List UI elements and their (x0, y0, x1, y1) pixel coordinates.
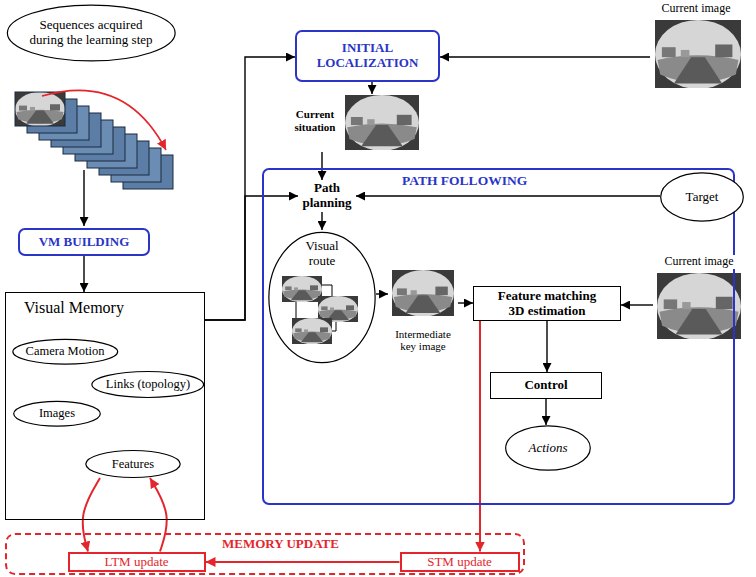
node-label: Links (topology) (106, 377, 190, 391)
connector (83, 478, 100, 552)
node-label: Feature matching 3D estimation (492, 289, 602, 319)
process-box: Feature matching 3D estimation (473, 286, 621, 321)
node-label: Camera Motion (26, 344, 105, 358)
node-label: MEMORY UPDATE (222, 537, 339, 552)
connector (83, 256, 84, 292)
connector (205, 57, 295, 320)
ellipse-outline (13, 339, 118, 364)
node-label: INITIAL LOCALIZATION (312, 41, 424, 71)
camera-image (657, 273, 741, 340)
input-ellipse: Target (660, 172, 744, 222)
sequence-arrow (42, 90, 166, 150)
node-label: LTM update (104, 555, 168, 570)
update-box: LTM update (68, 552, 206, 573)
memory-item: Images (13, 401, 101, 427)
image-node: Intermediate key image (388, 268, 458, 353)
image-sequence (15, 90, 173, 226)
memory-item: Camera Motion (12, 339, 119, 365)
route-link (332, 322, 336, 331)
node-label: Visual route (300, 239, 345, 269)
connector (458, 302, 473, 303)
node-label: Features (112, 457, 154, 471)
connector (371, 82, 372, 94)
route-link (322, 285, 332, 296)
connector (321, 152, 322, 180)
connector (440, 56, 650, 57)
image-node: Current image (653, 255, 745, 343)
node-label: Current situation (288, 108, 342, 133)
process-box: VM BUILDING (18, 228, 150, 256)
connector (150, 478, 167, 552)
image-node: Current image (650, 2, 742, 92)
ellipse-outline (92, 371, 204, 397)
process-group: PATH FOLLOWING Path planningVisual routeI… (262, 168, 735, 505)
camera-image (282, 276, 322, 302)
flow-arrow (83, 170, 84, 226)
ellipse-outline (269, 232, 375, 362)
image-node: Current situation (288, 94, 422, 152)
connector (376, 293, 388, 294)
memory-box: Visual MemoryCamera MotionLinks (topolog… (5, 292, 205, 520)
frame (15, 92, 65, 126)
node-label: Actions (529, 441, 568, 456)
node-label: Visual Memory (24, 299, 124, 317)
node-label: Images (39, 406, 75, 420)
connector (545, 399, 546, 425)
node-label: Control (524, 378, 567, 393)
memory-item: Features (85, 450, 181, 478)
ellipse-outline (14, 401, 101, 426)
node-label: Current image (663, 255, 736, 269)
node-label: Target (686, 190, 719, 205)
connector (206, 561, 400, 563)
process-box: INITIAL LOCALIZATION (295, 30, 440, 82)
node-label: Path planning (299, 181, 355, 211)
update-box: STM update (400, 552, 520, 573)
connector (479, 321, 481, 552)
output-ellipse: Actions (505, 425, 591, 471)
node-label: Sequences acquired during the learning s… (26, 18, 156, 48)
node-label: PATH FOLLOWING (402, 173, 527, 189)
memory-item: Links (topology) (91, 371, 204, 398)
ellipse-outline (506, 426, 591, 470)
camera-image (15, 92, 65, 126)
update-group: MEMORY UPDATE LTM update STM update (5, 533, 525, 575)
camera-image (392, 270, 454, 317)
node-label: STM update (427, 555, 492, 570)
process-box: Control (490, 372, 602, 399)
input-ellipse: Sequences acquired during the learning s… (6, 4, 177, 62)
ellipse-outline (86, 451, 180, 478)
step-label: Path planning (298, 180, 356, 212)
connector (205, 196, 298, 320)
connector (356, 195, 660, 196)
connector (621, 304, 653, 305)
ellipse-outline (661, 173, 744, 221)
node-label: VM BUILDING (39, 235, 130, 250)
connector (546, 321, 547, 372)
camera-image (292, 318, 332, 344)
ellipse-outline (7, 5, 175, 61)
camera-image (655, 20, 741, 89)
connector (321, 212, 322, 230)
route-ellipse: Visual route (268, 230, 376, 365)
camera-image (345, 95, 419, 151)
route-link (296, 302, 297, 318)
node-label: Intermediate key image (392, 328, 454, 353)
route-thumbnails (282, 276, 358, 344)
node-label: Current image (662, 2, 731, 16)
